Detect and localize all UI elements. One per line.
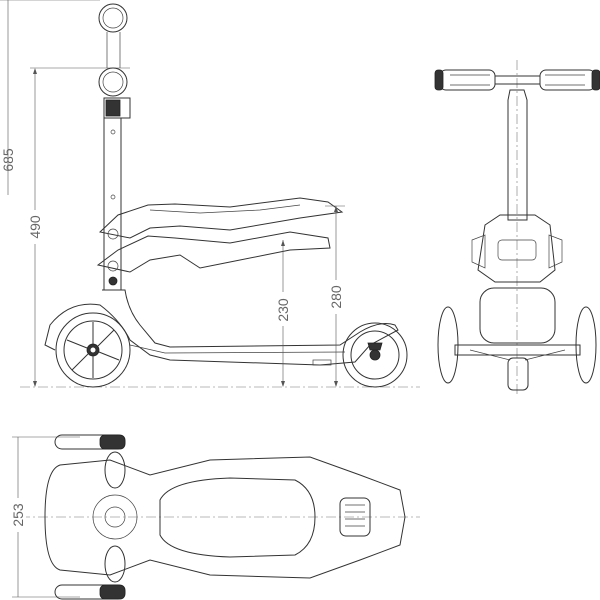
- front-view: [434, 60, 600, 395]
- seat-lower: [96, 231, 331, 286]
- front-wheel: [55, 312, 131, 388]
- top-view: 253: [10, 434, 420, 600]
- dimension-280: 280: [325, 205, 345, 387]
- dimension-490-label: 490: [27, 215, 43, 239]
- axle: [454, 344, 581, 356]
- stem: [103, 118, 122, 290]
- front-body: [479, 287, 556, 344]
- dimension-253-label: 253: [10, 503, 26, 527]
- dimension-280-label: 280: [328, 285, 344, 309]
- dimension-685-label: 685: [0, 148, 16, 172]
- top-stem-base: [92, 494, 138, 540]
- dimension-685: 685: [0, 0, 16, 195]
- dimension-490: 490: [27, 68, 43, 387]
- handle-extended: [98, 3, 128, 68]
- top-rear-brake: [339, 497, 371, 537]
- top-wheels: [54, 434, 126, 600]
- handle-retracted: [98, 67, 131, 119]
- dimension-230-label: 230: [275, 298, 291, 322]
- rear-wheel-front-view: [507, 357, 529, 391]
- top-body: [44, 456, 406, 579]
- top-deck-grip: [159, 477, 316, 558]
- front-stem: [507, 89, 528, 221]
- side-view: 685 490 230 280: [0, 0, 420, 388]
- dimension-253: 253: [10, 436, 80, 598]
- handlebar: [434, 69, 600, 91]
- seat-upper: [98, 197, 344, 240]
- front-left-wheel: [437, 306, 459, 384]
- rear-wheel: [342, 322, 408, 388]
- front-right-wheel: [575, 306, 597, 384]
- dimension-230: 230: [275, 240, 291, 387]
- seat-front: [471, 214, 563, 283]
